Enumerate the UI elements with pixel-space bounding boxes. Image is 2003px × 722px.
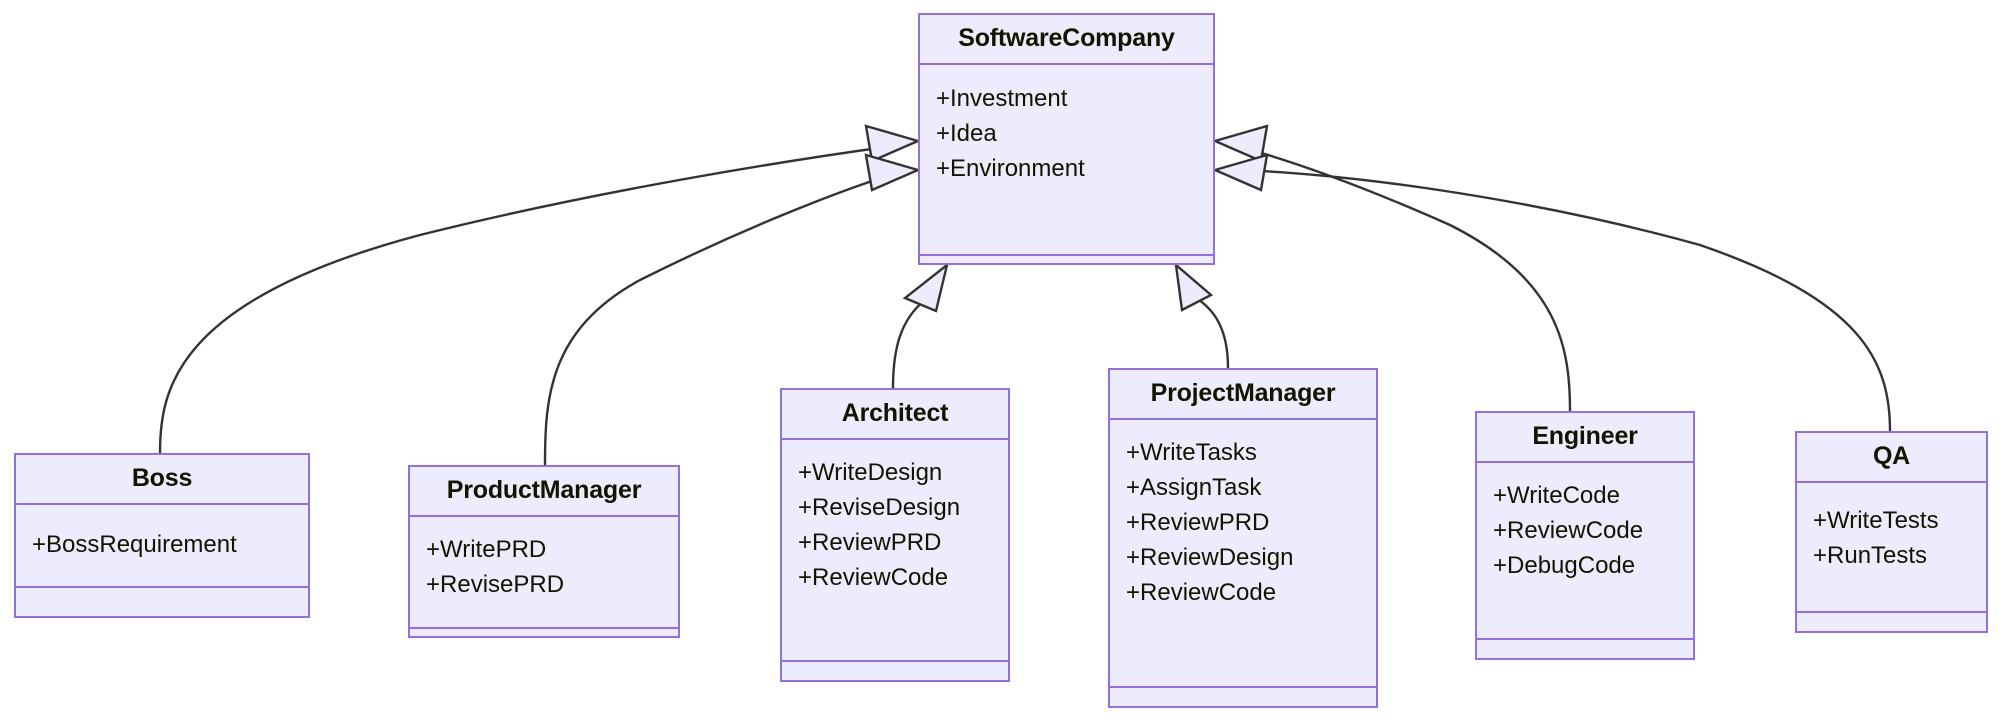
class-members-product-manager: +WritePRD +RevisePRD bbox=[410, 517, 678, 629]
class-member: +ReviewCode bbox=[798, 564, 949, 591]
class-methods-architect bbox=[782, 662, 1008, 682]
relation-architect-to-company[interactable] bbox=[891, 261, 949, 389]
class-members-qa: +WriteTests +RunTests bbox=[1797, 483, 1986, 613]
class-member: +ReviewCode bbox=[1126, 579, 1277, 606]
class-member: +ReviewDesign bbox=[1126, 544, 1294, 571]
class-title-qa: QA bbox=[1797, 433, 1986, 483]
class-member: +WritePRD bbox=[426, 536, 547, 563]
relation-qa-to-company[interactable] bbox=[1211, 153, 1892, 432]
class-member: +AssignTask bbox=[1126, 474, 1262, 501]
class-node-architect[interactable]: Architect +WriteDesign +ReviseDesign +Re… bbox=[780, 388, 1010, 682]
class-members-boss: +BossRequirement bbox=[16, 505, 308, 588]
class-member: +ReviewPRD bbox=[798, 529, 942, 556]
class-members-engineer: +WriteCode +ReviewCode +DebugCode bbox=[1477, 463, 1693, 640]
relation-engineer-to-company[interactable] bbox=[1211, 124, 1572, 412]
class-node-engineer[interactable]: Engineer +WriteCode +ReviewCode +DebugCo… bbox=[1475, 411, 1695, 660]
class-members-software-company: +Investment +Idea +Environment bbox=[920, 65, 1213, 256]
class-member: +RunTests bbox=[1813, 542, 1928, 569]
class-member: +WriteCode bbox=[1493, 482, 1620, 509]
class-methods-project-manager bbox=[1110, 688, 1376, 708]
class-title-architect: Architect bbox=[782, 390, 1008, 440]
class-methods-qa bbox=[1797, 613, 1986, 633]
class-node-qa[interactable]: QA +WriteTests +RunTests bbox=[1795, 431, 1988, 633]
class-members-project-manager: +WriteTasks +AssignTask +ReviewPRD +Revi… bbox=[1110, 420, 1376, 688]
class-node-product-manager[interactable]: ProductManager +WritePRD +RevisePRD bbox=[408, 465, 680, 638]
class-node-software-company[interactable]: SoftwareCompany +Investment +Idea +Envir… bbox=[918, 13, 1215, 265]
class-member: +WriteTasks bbox=[1126, 439, 1257, 466]
class-node-boss[interactable]: Boss +BossRequirement bbox=[14, 453, 310, 618]
class-member: +Idea bbox=[936, 120, 997, 147]
class-member: +WriteTests bbox=[1813, 507, 1939, 534]
class-title-engineer: Engineer bbox=[1477, 413, 1693, 463]
relation-boss-to-company[interactable] bbox=[158, 124, 922, 454]
class-member: +Environment bbox=[936, 155, 1085, 182]
class-node-project-manager[interactable]: ProjectManager +WriteTasks +AssignTask +… bbox=[1108, 368, 1378, 708]
class-member: +Investment bbox=[936, 85, 1068, 112]
class-methods-software-company bbox=[920, 256, 1213, 276]
relation-productmanager-to-company[interactable] bbox=[543, 153, 922, 466]
class-member: +ReviewCode bbox=[1493, 517, 1644, 544]
class-title-project-manager: ProjectManager bbox=[1110, 370, 1376, 420]
class-members-architect: +WriteDesign +ReviseDesign +ReviewPRD +R… bbox=[782, 440, 1008, 662]
class-member: +BossRequirement bbox=[32, 531, 237, 558]
class-methods-boss bbox=[16, 588, 308, 608]
relation-projectmanager-to-company[interactable] bbox=[1174, 262, 1230, 369]
class-methods-engineer bbox=[1477, 640, 1693, 660]
class-title-product-manager: ProductManager bbox=[410, 467, 678, 517]
class-title-software-company: SoftwareCompany bbox=[920, 15, 1213, 65]
class-methods-product-manager bbox=[410, 629, 678, 649]
class-title-boss: Boss bbox=[16, 455, 308, 505]
class-member: +DebugCode bbox=[1493, 552, 1636, 579]
class-member: +RevisePRD bbox=[426, 571, 565, 598]
class-member: +WriteDesign bbox=[798, 459, 943, 486]
class-member: +ReviseDesign bbox=[798, 494, 961, 521]
class-member: +ReviewPRD bbox=[1126, 509, 1270, 536]
